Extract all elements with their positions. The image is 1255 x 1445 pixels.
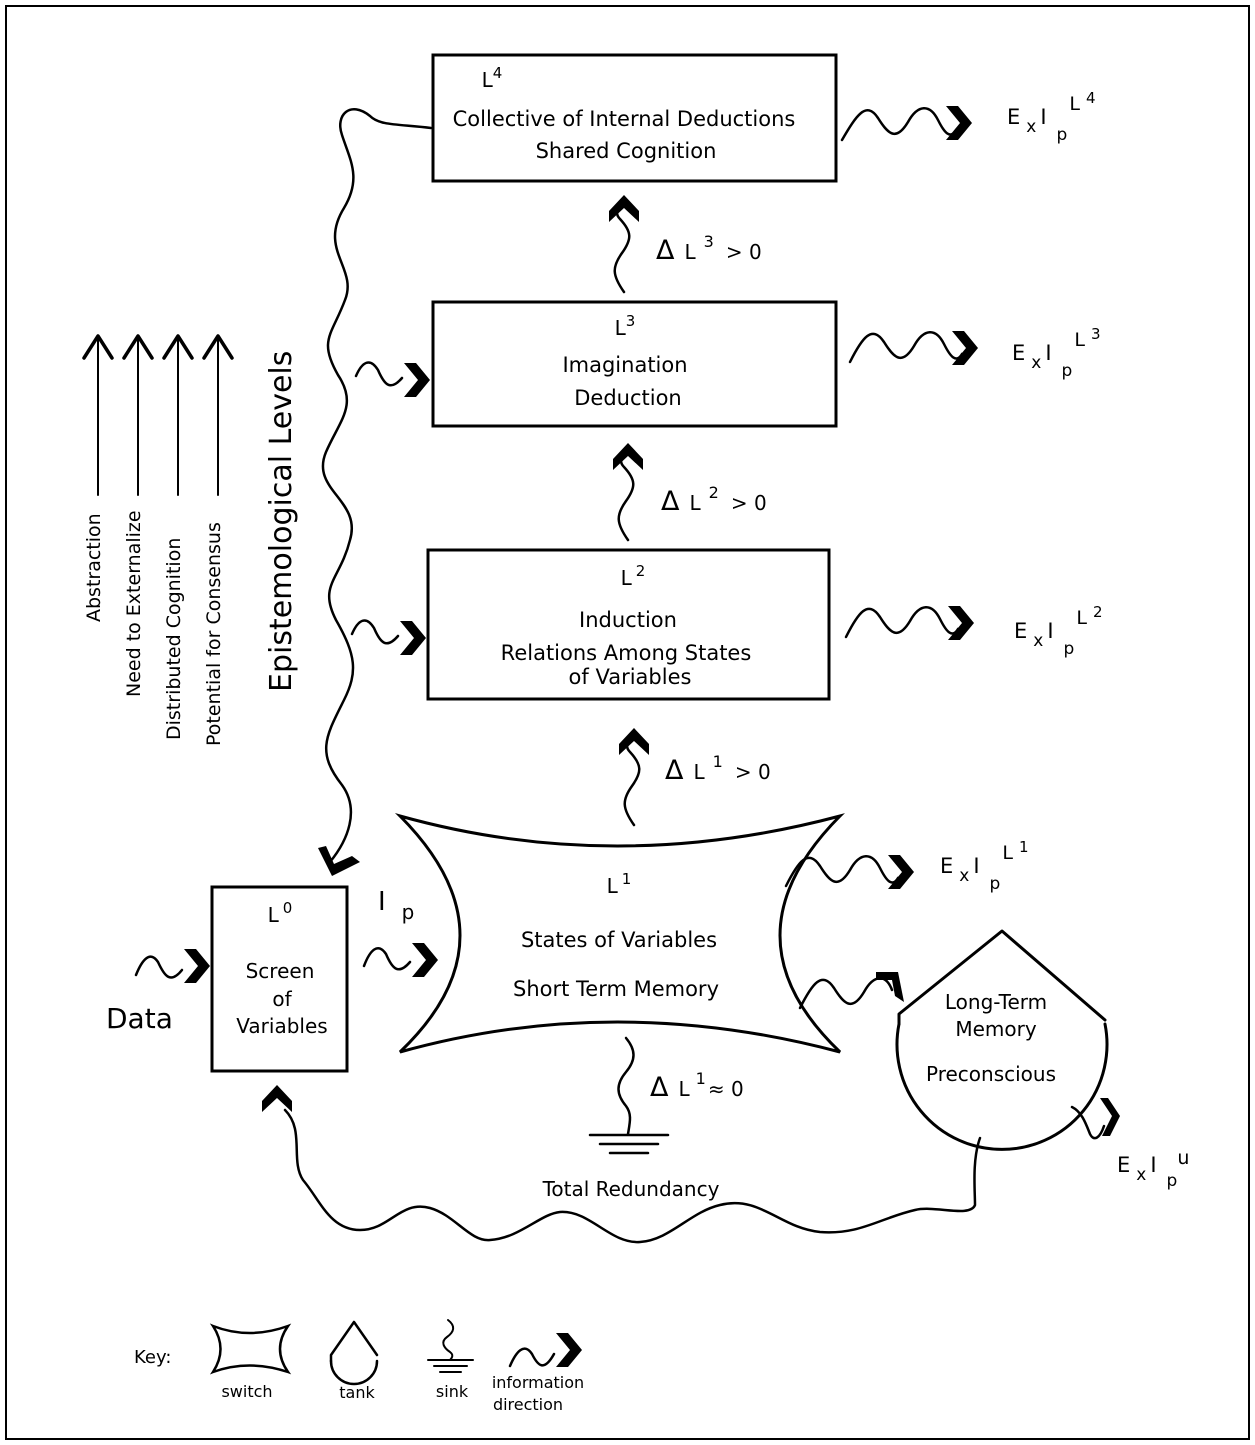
flow-l2-to-l3 [613,443,643,542]
key-info-label-2: direction [493,1395,563,1414]
dimension-abstraction: Abstraction [83,513,105,622]
flow-l3-to-l4 [609,195,639,294]
key-title: Key: [134,1347,171,1368]
level-3-line-1: Imagination [562,353,687,377]
level-4-box [431,53,838,183]
output-tank-wave [1070,1098,1120,1140]
info-direction-data-in [134,949,210,983]
chevron-up-icon [609,195,639,222]
dimension-arrows [82,334,234,496]
key-switch-label: switch [221,1382,272,1401]
info-direction-to-l3 [354,361,430,397]
feedback-l4-to-l0 [318,108,433,876]
epistemological-levels-title: Epistemological Levels [264,351,299,692]
key-tank-label: tank [339,1383,375,1402]
level-4-line-1: Collective of Internal Deductions [453,107,796,131]
key-sink-label: sink [436,1382,469,1401]
dimension-distributed-cognition: Distributed Cognition [163,538,185,740]
output-l3-wave [848,331,978,365]
flow-l1-to-l2 [619,728,649,827]
chevron-down-icon [318,846,360,876]
info-direction-ip [362,943,438,977]
level-1-switch [394,813,845,1054]
tank-line-1: Long-Term [945,990,1047,1014]
chevron-down-right-icon [876,972,904,1002]
level-3-box [431,300,838,428]
tank-fill [897,931,1107,1150]
chevron-right-icon [1100,1098,1120,1136]
dimension-need-to-externalize: Need to Externalize [123,510,145,697]
key-sink-icon [427,1319,474,1373]
chevron-right-icon [184,949,210,983]
chevron-right-icon [412,943,438,977]
chevron-up-icon [619,728,649,755]
tank-roof [897,929,1107,1026]
level-2-line-3: of Variables [569,665,692,689]
tank-bowl [895,1022,1109,1151]
level-0-line-3: Variables [236,1014,327,1038]
level-0-line-1: Screen [246,959,315,983]
level-2-line-2: Relations Among States [501,641,752,665]
arrow-up-icon [162,334,194,496]
level-0-line-2: of [272,987,292,1011]
output-l2-wave [844,606,974,640]
level-0-box [210,885,349,1073]
level-4-label: L4 [482,64,503,92]
tank-line-2: Memory [955,1017,1037,1041]
level-2-box [426,548,831,701]
level-2-line-1: Induction [579,608,677,632]
key-info-label-1: information [492,1373,584,1392]
chevron-right-icon [888,855,914,889]
tank-line-3: Preconscious [926,1062,1056,1086]
output-l4-wave [840,106,972,142]
chevron-right-icon [948,606,974,640]
arrow-up-icon [122,334,154,496]
key-info-direction-icon [508,1333,582,1368]
chevron-right-icon [404,363,430,397]
outer-frame [5,5,1250,1440]
output-l1-wave [784,855,914,889]
key-switch-icon [209,1323,292,1375]
data-label: Data [106,1002,173,1035]
key-legend: Key: switch tank sink information direct… [134,1319,584,1414]
key-tank-icon [329,1320,379,1363]
level-3-line-2: Deduction [574,386,682,410]
info-direction-to-l2 [350,619,426,655]
level-4-line-2: Shared Cognition [536,139,717,163]
chevron-right-icon [400,621,426,655]
chevron-up-icon [262,1085,292,1112]
level-1-line-1: States of Variables [521,928,717,952]
arrow-up-icon [82,334,114,496]
chevron-right-icon [952,331,978,365]
sink-symbol [588,1036,670,1155]
level-3-label: L3 [615,312,636,340]
feedback-tank-to-l0 [262,1085,982,1244]
flow-l1-to-tank [798,972,904,1010]
arrow-up-icon [202,334,234,496]
sink-label: Total Redundancy [542,1177,720,1201]
chevron-up-icon [613,443,643,470]
chevron-right-icon [556,1333,582,1367]
level-1-line-2: Short Term Memory [513,977,719,1001]
dimension-potential-for-consensus: Potential for Consensus [203,522,225,746]
